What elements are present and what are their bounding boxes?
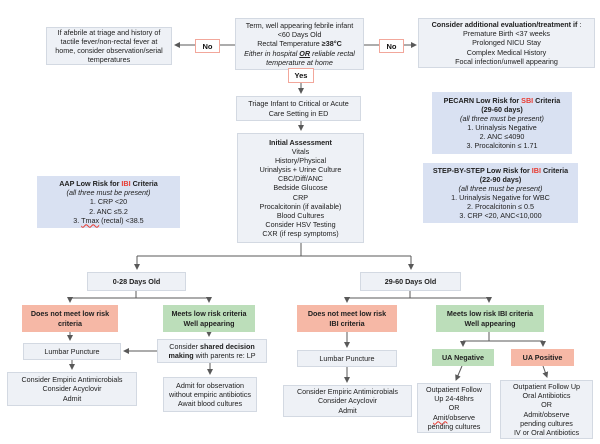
box-lumbar-puncture-0-28: Lumbar Puncture <box>23 343 121 360</box>
box-aap-criteria: AAP Low Risk for IBI Criteria(all three … <box>37 176 180 228</box>
box-consider-additional-evaluation: Consider additional evaluation/treatment… <box>418 18 595 68</box>
box-29-60-days-old: 29-60 Days Old <box>360 272 461 291</box>
label-yes: Yes <box>288 68 314 83</box>
box-ua-positive: UA Positive <box>511 349 574 366</box>
box-step-by-step-criteria: STEP-BY-STEP Low Risk for IBI Criteria(2… <box>423 163 578 223</box>
box-lumbar-puncture-29-60: Lumbar Puncture <box>297 350 397 367</box>
box-0-28-days-old: 0-28 Days Old <box>87 272 186 291</box>
label-no-right: No <box>379 39 404 53</box>
label-no-left: No <box>195 39 220 53</box>
connector-ua-pos-to-outpt <box>542 365 549 378</box>
box-febrile-infant-criteria: Term, well appearing febrile infant<60 D… <box>235 18 364 70</box>
box-ua-negative: UA Negative <box>432 349 494 366</box>
connector-ua-neg-to-outpt <box>455 365 463 381</box>
box-pecarn-criteria: PECARN Low Risk for SBI Criteria(29-60 d… <box>432 92 572 154</box>
